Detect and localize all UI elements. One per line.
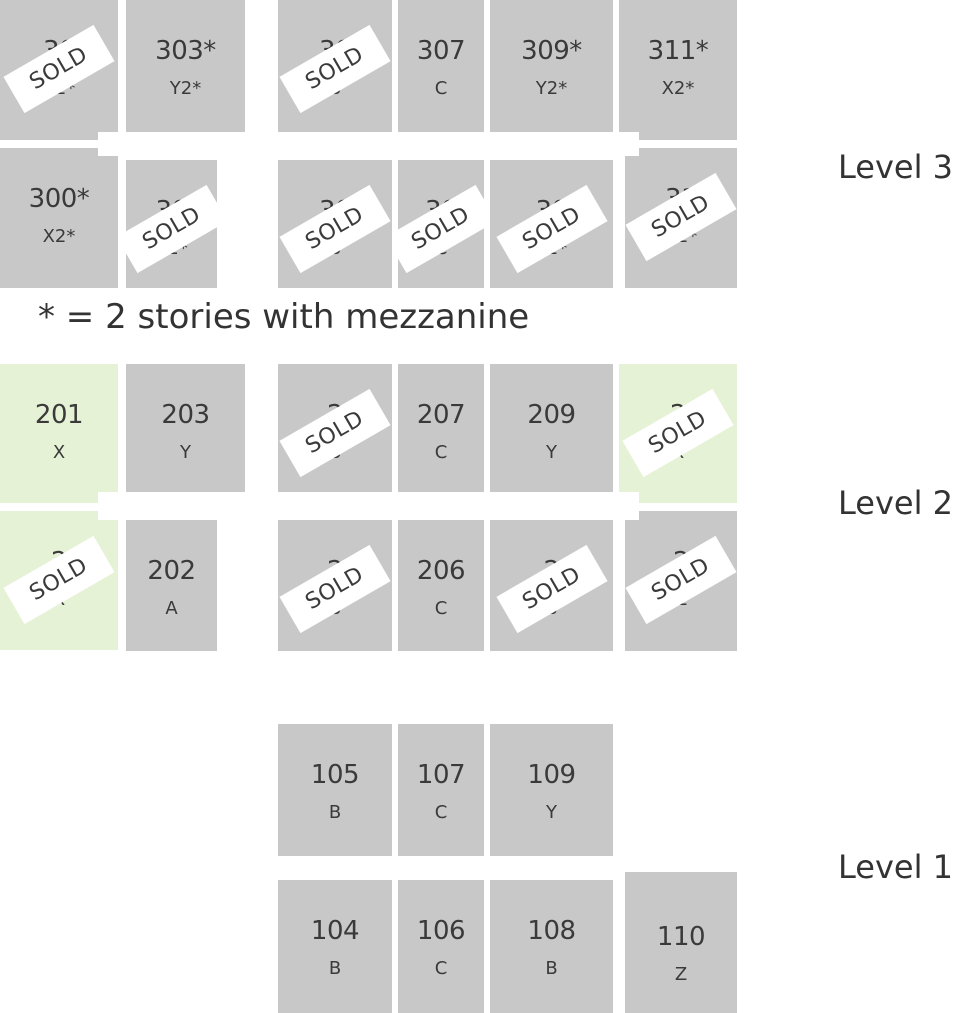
level-2-label: Level 2 [838,484,953,522]
unit-number: 104 [310,916,360,946]
unit-level-3-5[interactable]: 311* X2* [619,0,737,140]
unit-type: C [434,802,448,823]
unit-type: Y2* [535,78,568,99]
unit-type: X [52,589,66,610]
unit-number: 2 [50,547,68,577]
unit-type: C [434,78,448,99]
unit-number: 110 [656,922,706,952]
unit-type: A [165,598,178,619]
unit-number: 31 [664,184,698,214]
unit-type: X [671,442,685,463]
unit-number: 106 [416,916,466,946]
unit-number: 311* [647,36,709,66]
unit-type: X2* [664,226,698,247]
unit-type: X2* [155,238,188,259]
unit-type: B [545,958,558,979]
level-3-label: Level 3 [838,148,953,186]
unit-type: B [328,598,342,619]
unit-type: Y [180,442,191,463]
unit-number: 2 [326,556,344,586]
unit-type: C [434,598,448,619]
unit-number: 2 [326,400,344,430]
unit-number: 109 [527,760,576,790]
level-1-label: Level 1 [838,848,953,886]
unit-type: C [434,442,448,463]
unit-level-3-1[interactable]: 303* Y2* [126,0,245,132]
unit-type: Y [546,802,557,823]
unit-number: 105 [310,760,360,790]
unit-number: 108 [527,916,576,946]
corridor [98,132,639,156]
unit-level-3-4[interactable]: 309* Y2* [490,0,613,132]
unit-number: 202 [147,556,196,586]
unit-level-3-6[interactable]: 300* X2* [0,148,118,288]
unit-number: 30 [155,196,188,226]
unit-type: X [52,442,66,463]
unit-number: 2 [543,556,560,586]
unit-number: 30 [318,36,352,66]
unit-number: 30 [318,196,352,226]
unit-number: 207 [416,400,466,430]
unit-type: X2* [661,78,695,99]
corridor [98,492,639,520]
unit-type: Z [674,589,688,610]
unit-number: 201 [34,400,84,430]
unit-number: 2 [672,547,690,577]
unit-type: X2* [42,78,76,99]
unit-number: 309* [521,36,582,66]
unit-type: Y2* [169,78,202,99]
unit-type: B [328,238,342,259]
unit-type: B [328,958,342,979]
mezzanine-legend-note: * = 2 stories with mezzanine [38,297,530,337]
unit-number: 30 [535,196,568,226]
unit-type: B [328,442,342,463]
unit-number: 307 [416,36,466,66]
unit-type: Y2* [535,238,568,259]
unit-type: B [545,598,558,619]
unit-type: B [328,802,342,823]
unit-number: 303* [155,36,216,66]
unit-number: 107 [416,760,466,790]
unit-type: Z [674,964,688,985]
unit-type: B [328,78,342,99]
unit-number: 203 [161,400,210,430]
unit-number: 2 [669,400,687,430]
unit-type: C [434,238,448,259]
unit-number: 209 [527,400,576,430]
unit-type: Y [546,442,557,463]
unit-type: X2* [42,226,76,247]
unit-number: 30 [424,196,458,226]
unit-type: C [434,958,448,979]
unit-number: 206 [416,556,466,586]
unit-number: 300* [28,184,90,214]
unit-number: 30 [42,36,76,66]
